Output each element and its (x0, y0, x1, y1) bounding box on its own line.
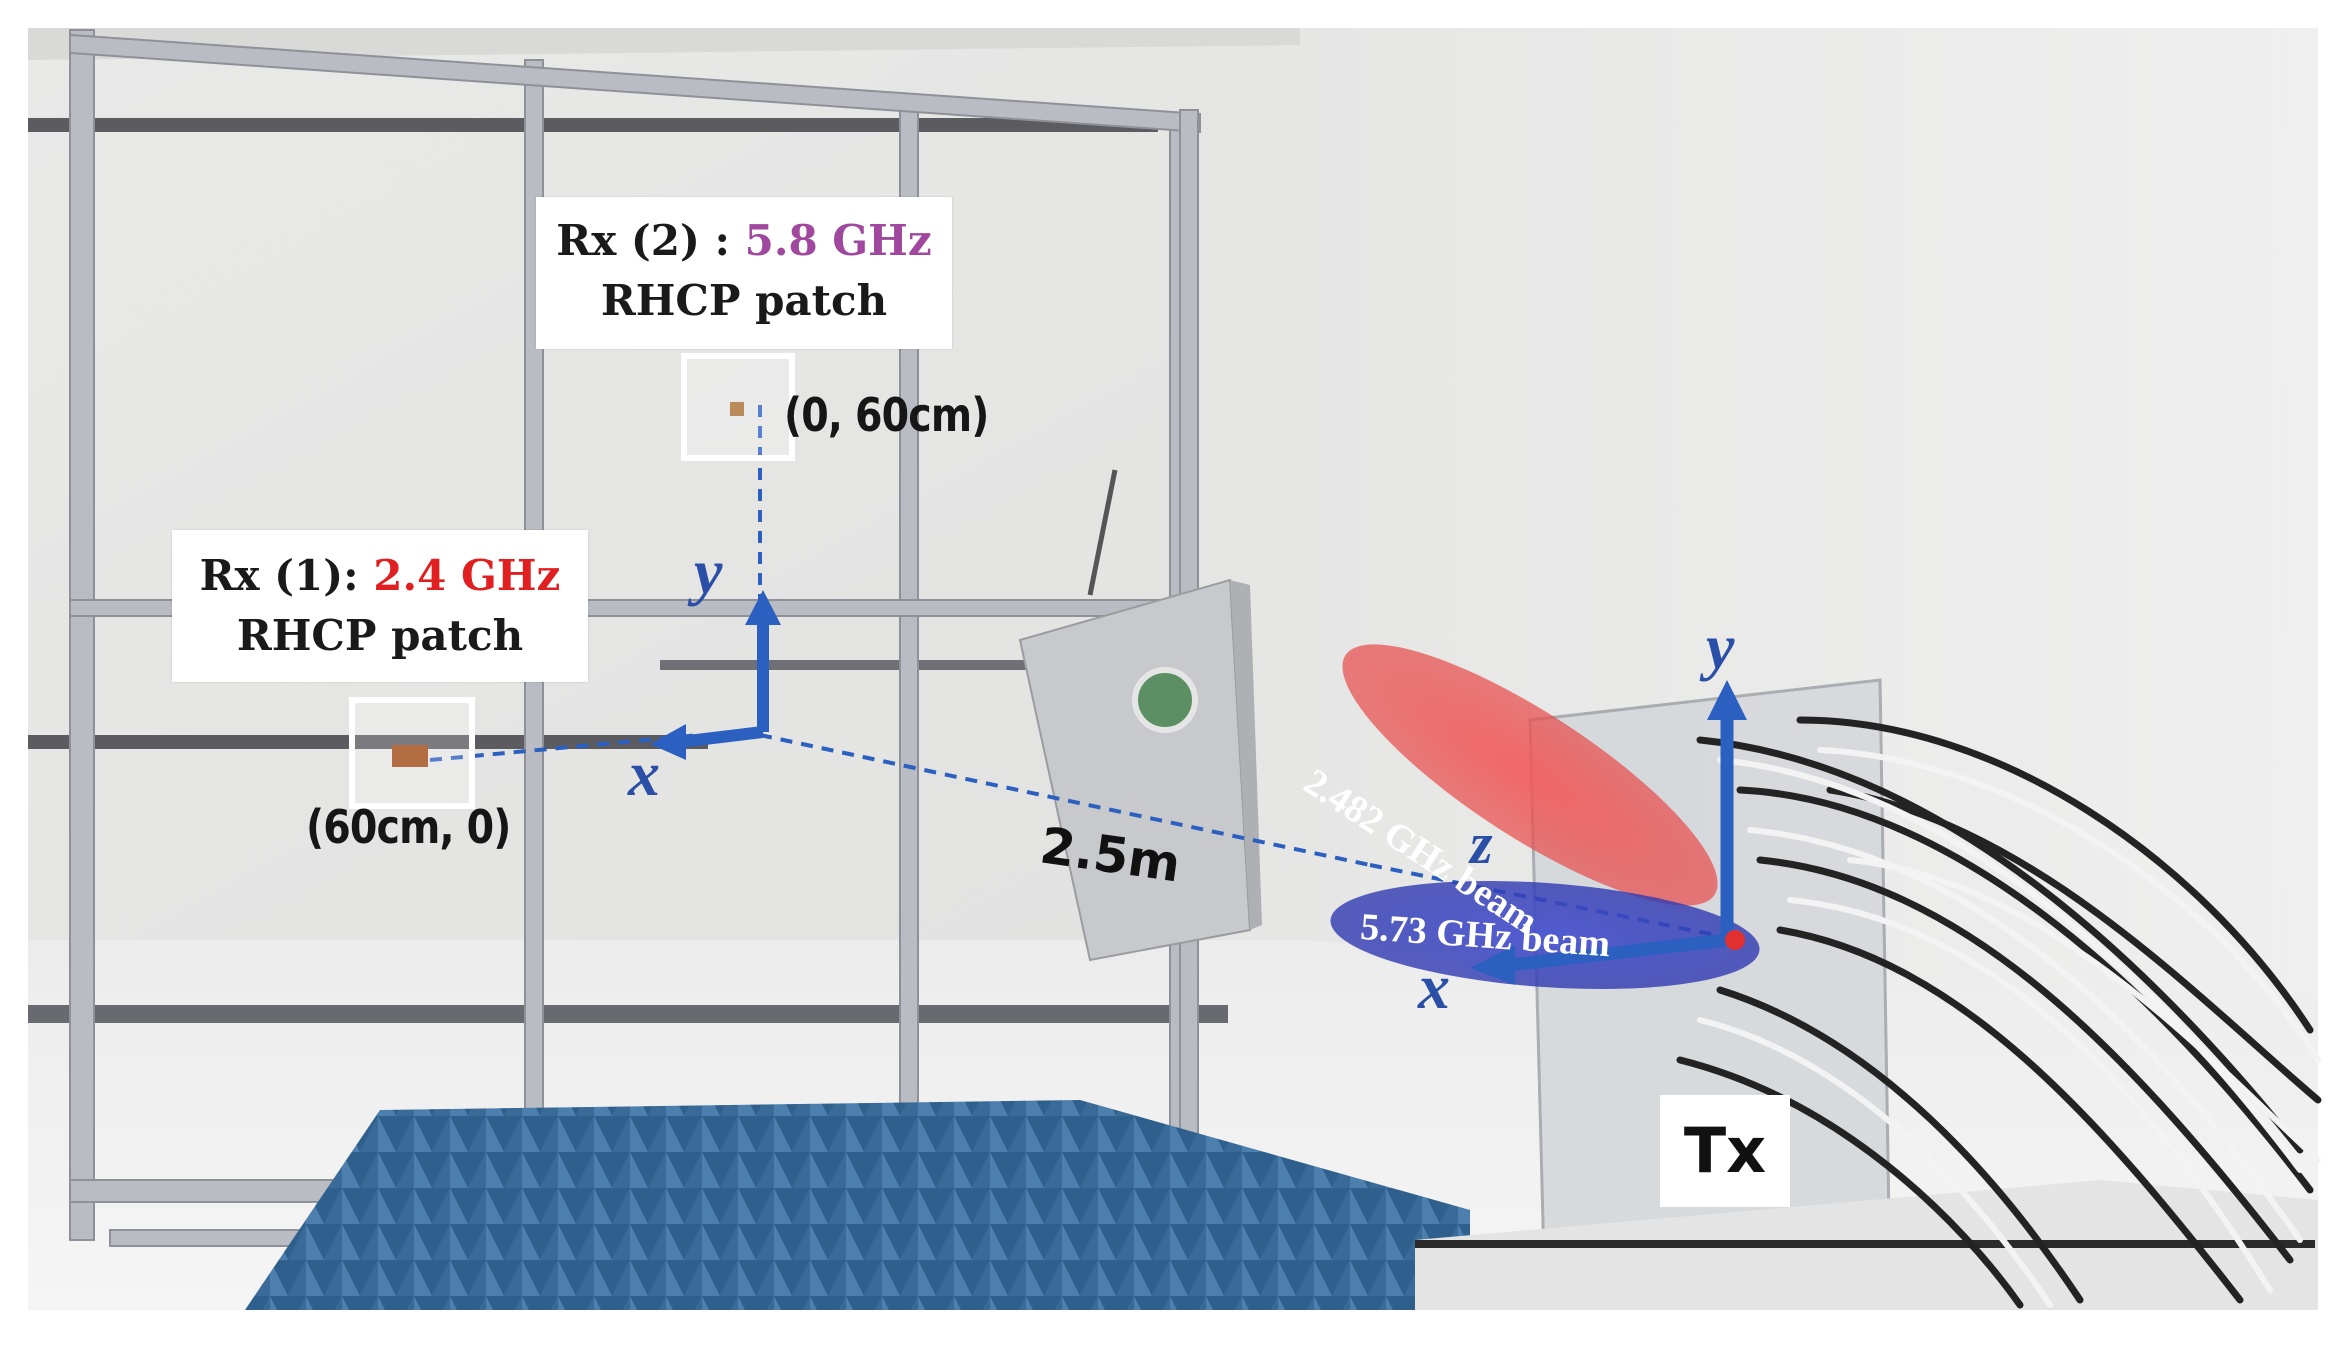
rx-x-axis-label: x (628, 738, 660, 809)
rx2-coordinate: (0, 60cm) (784, 388, 989, 442)
rx2-frequency: 5.8 GHz (744, 216, 932, 265)
tx-x-axis-label: x (1418, 951, 1450, 1022)
beam-5p8 (1330, 881, 1760, 989)
rx1-patch-box (349, 697, 475, 809)
rx1-callout-line1: Rx (1): 2.4 GHz (172, 546, 588, 606)
rx1-label: Rx (1): (199, 551, 374, 600)
rx2-label: Rx (2) : (556, 216, 745, 265)
tx-label-bg (1660, 1095, 1790, 1207)
rf-cables (1676, 716, 2322, 1309)
rx2-callout-line1: Rx (2) : 5.8 GHz (536, 211, 952, 271)
rx1-frequency: 2.4 GHz (373, 551, 561, 600)
tx-axis-arrows (1470, 680, 1747, 985)
rf-absorber (245, 1100, 1470, 1310)
beam-2p4 (1342, 644, 1718, 906)
rx-y-axis-label: y (694, 536, 723, 607)
rx1-antenna-type: RHCP patch (236, 611, 524, 660)
tx-z-axis-label: z (1470, 811, 1493, 876)
tx-label: Tx (1683, 1114, 1767, 1187)
rx-axis-arrows (650, 590, 781, 760)
equipment-stand (1018, 469, 1262, 962)
rx1-coordinate: (60cm, 0) (306, 800, 511, 854)
tx-y-axis-label: y (1706, 611, 1735, 682)
rx1-callout: Rx (1): 2.4 GHz RHCP patch (172, 530, 588, 682)
rx2-callout: Rx (2) : 5.8 GHz RHCP patch (536, 197, 952, 349)
rx2-patch-box (681, 353, 795, 461)
rx2-antenna-type: RHCP patch (600, 276, 888, 325)
tx-origin-point (1725, 930, 1745, 950)
